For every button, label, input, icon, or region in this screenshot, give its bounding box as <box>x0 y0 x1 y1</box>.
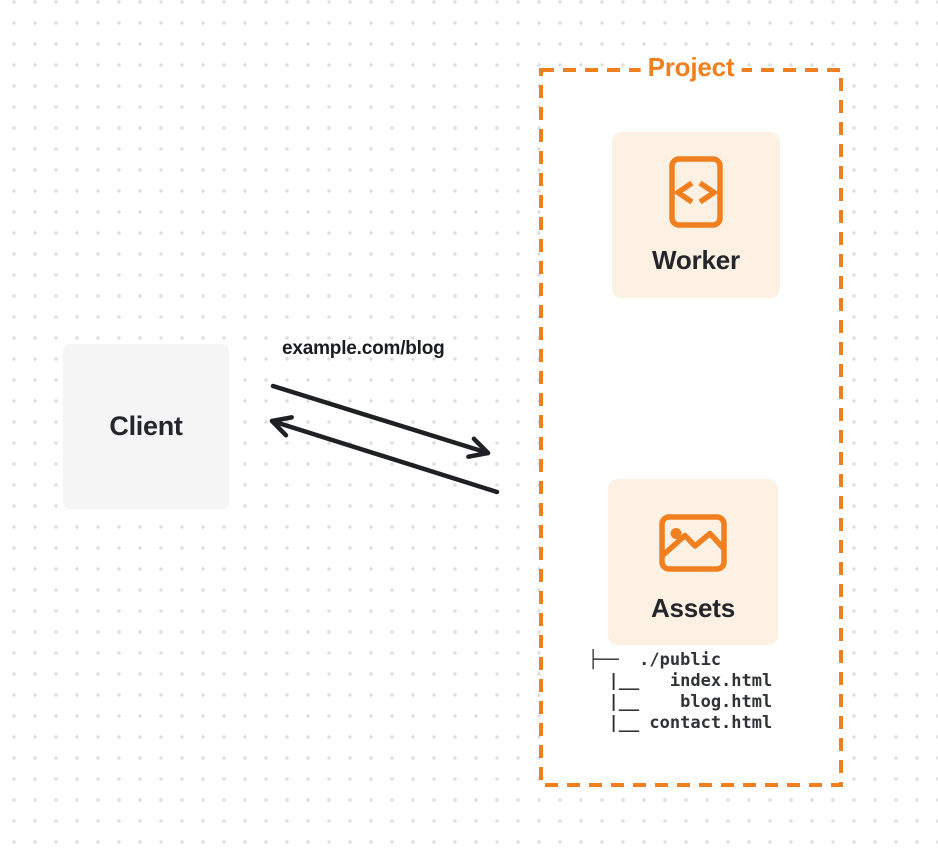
assets-file-tree: ├── ./public |__ index.html |__ blog.htm… <box>588 650 773 733</box>
response-arrow <box>269 415 500 495</box>
request-url-label: example.com/blog <box>282 338 445 359</box>
assets-label: Assets <box>650 593 736 623</box>
code-file-icon <box>669 156 723 228</box>
client-node: Client <box>63 344 229 509</box>
worker-node: Worker <box>612 132 780 298</box>
worker-label: Worker <box>652 245 740 275</box>
project-container: Project Worker Assets ├── ./public |__ i… <box>539 51 843 787</box>
project-label: Project <box>640 51 742 83</box>
client-label: Client <box>109 411 183 441</box>
request-arrow <box>270 383 491 459</box>
image-icon <box>659 514 727 572</box>
assets-node: Assets <box>608 479 778 645</box>
